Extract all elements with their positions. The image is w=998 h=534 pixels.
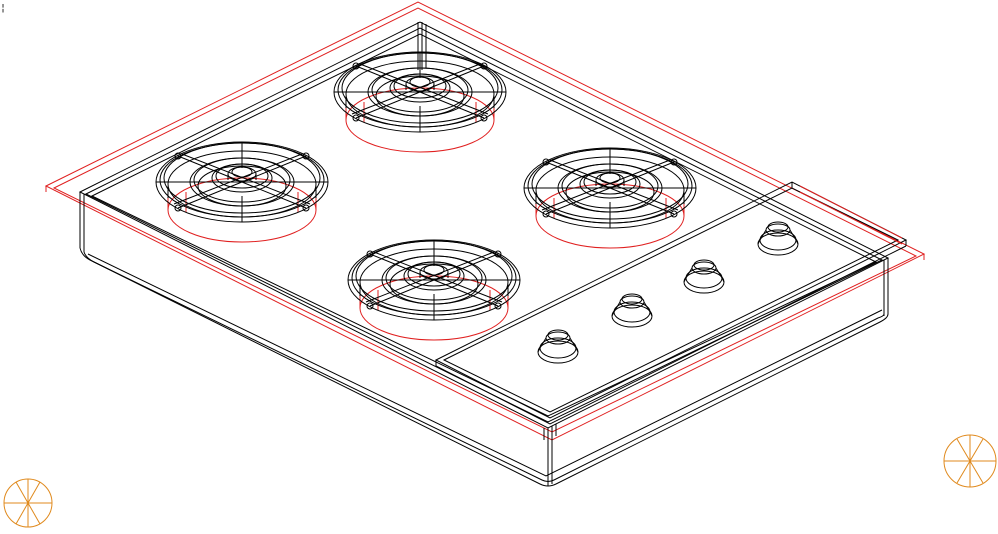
knob	[611, 293, 653, 328]
viewport-corner-mark: ¦	[0, 3, 7, 14]
knob	[757, 221, 799, 256]
knob	[537, 329, 579, 364]
burner-right	[523, 147, 697, 249]
burner-front	[347, 239, 521, 341]
outline-inner-face	[52, 7, 918, 433]
control-panel-plate	[434, 181, 908, 419]
control-knobs	[537, 221, 799, 364]
burner-back	[333, 51, 507, 153]
knob	[683, 259, 725, 294]
snap-marker-icon[interactable]	[3, 478, 53, 528]
snap-marker-icon[interactable]	[943, 434, 997, 488]
burners	[155, 51, 697, 341]
burner-left	[155, 141, 329, 243]
control-panel	[434, 181, 908, 425]
cooktop-body	[78, 21, 890, 487]
